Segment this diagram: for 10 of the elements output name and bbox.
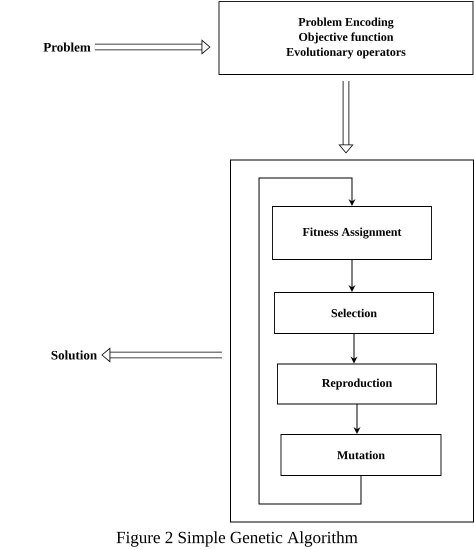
- label-text: Problem: [44, 42, 90, 52]
- process-box: Fitness Assignment: [272, 206, 432, 260]
- process-box: Reproduction: [277, 364, 437, 404]
- label-text: Solution: [52, 350, 97, 360]
- arrow: [258, 178, 362, 504]
- loop-frame: [230, 160, 474, 522]
- process-box: Problem Encoding Objective function Evolutionary operators: [218, 1, 474, 75]
- process-box: Mutation: [280, 434, 442, 476]
- caption: Figure 2 Simple Genetic Algorithm: [116, 531, 358, 547]
- process-box: Selection: [274, 292, 434, 334]
